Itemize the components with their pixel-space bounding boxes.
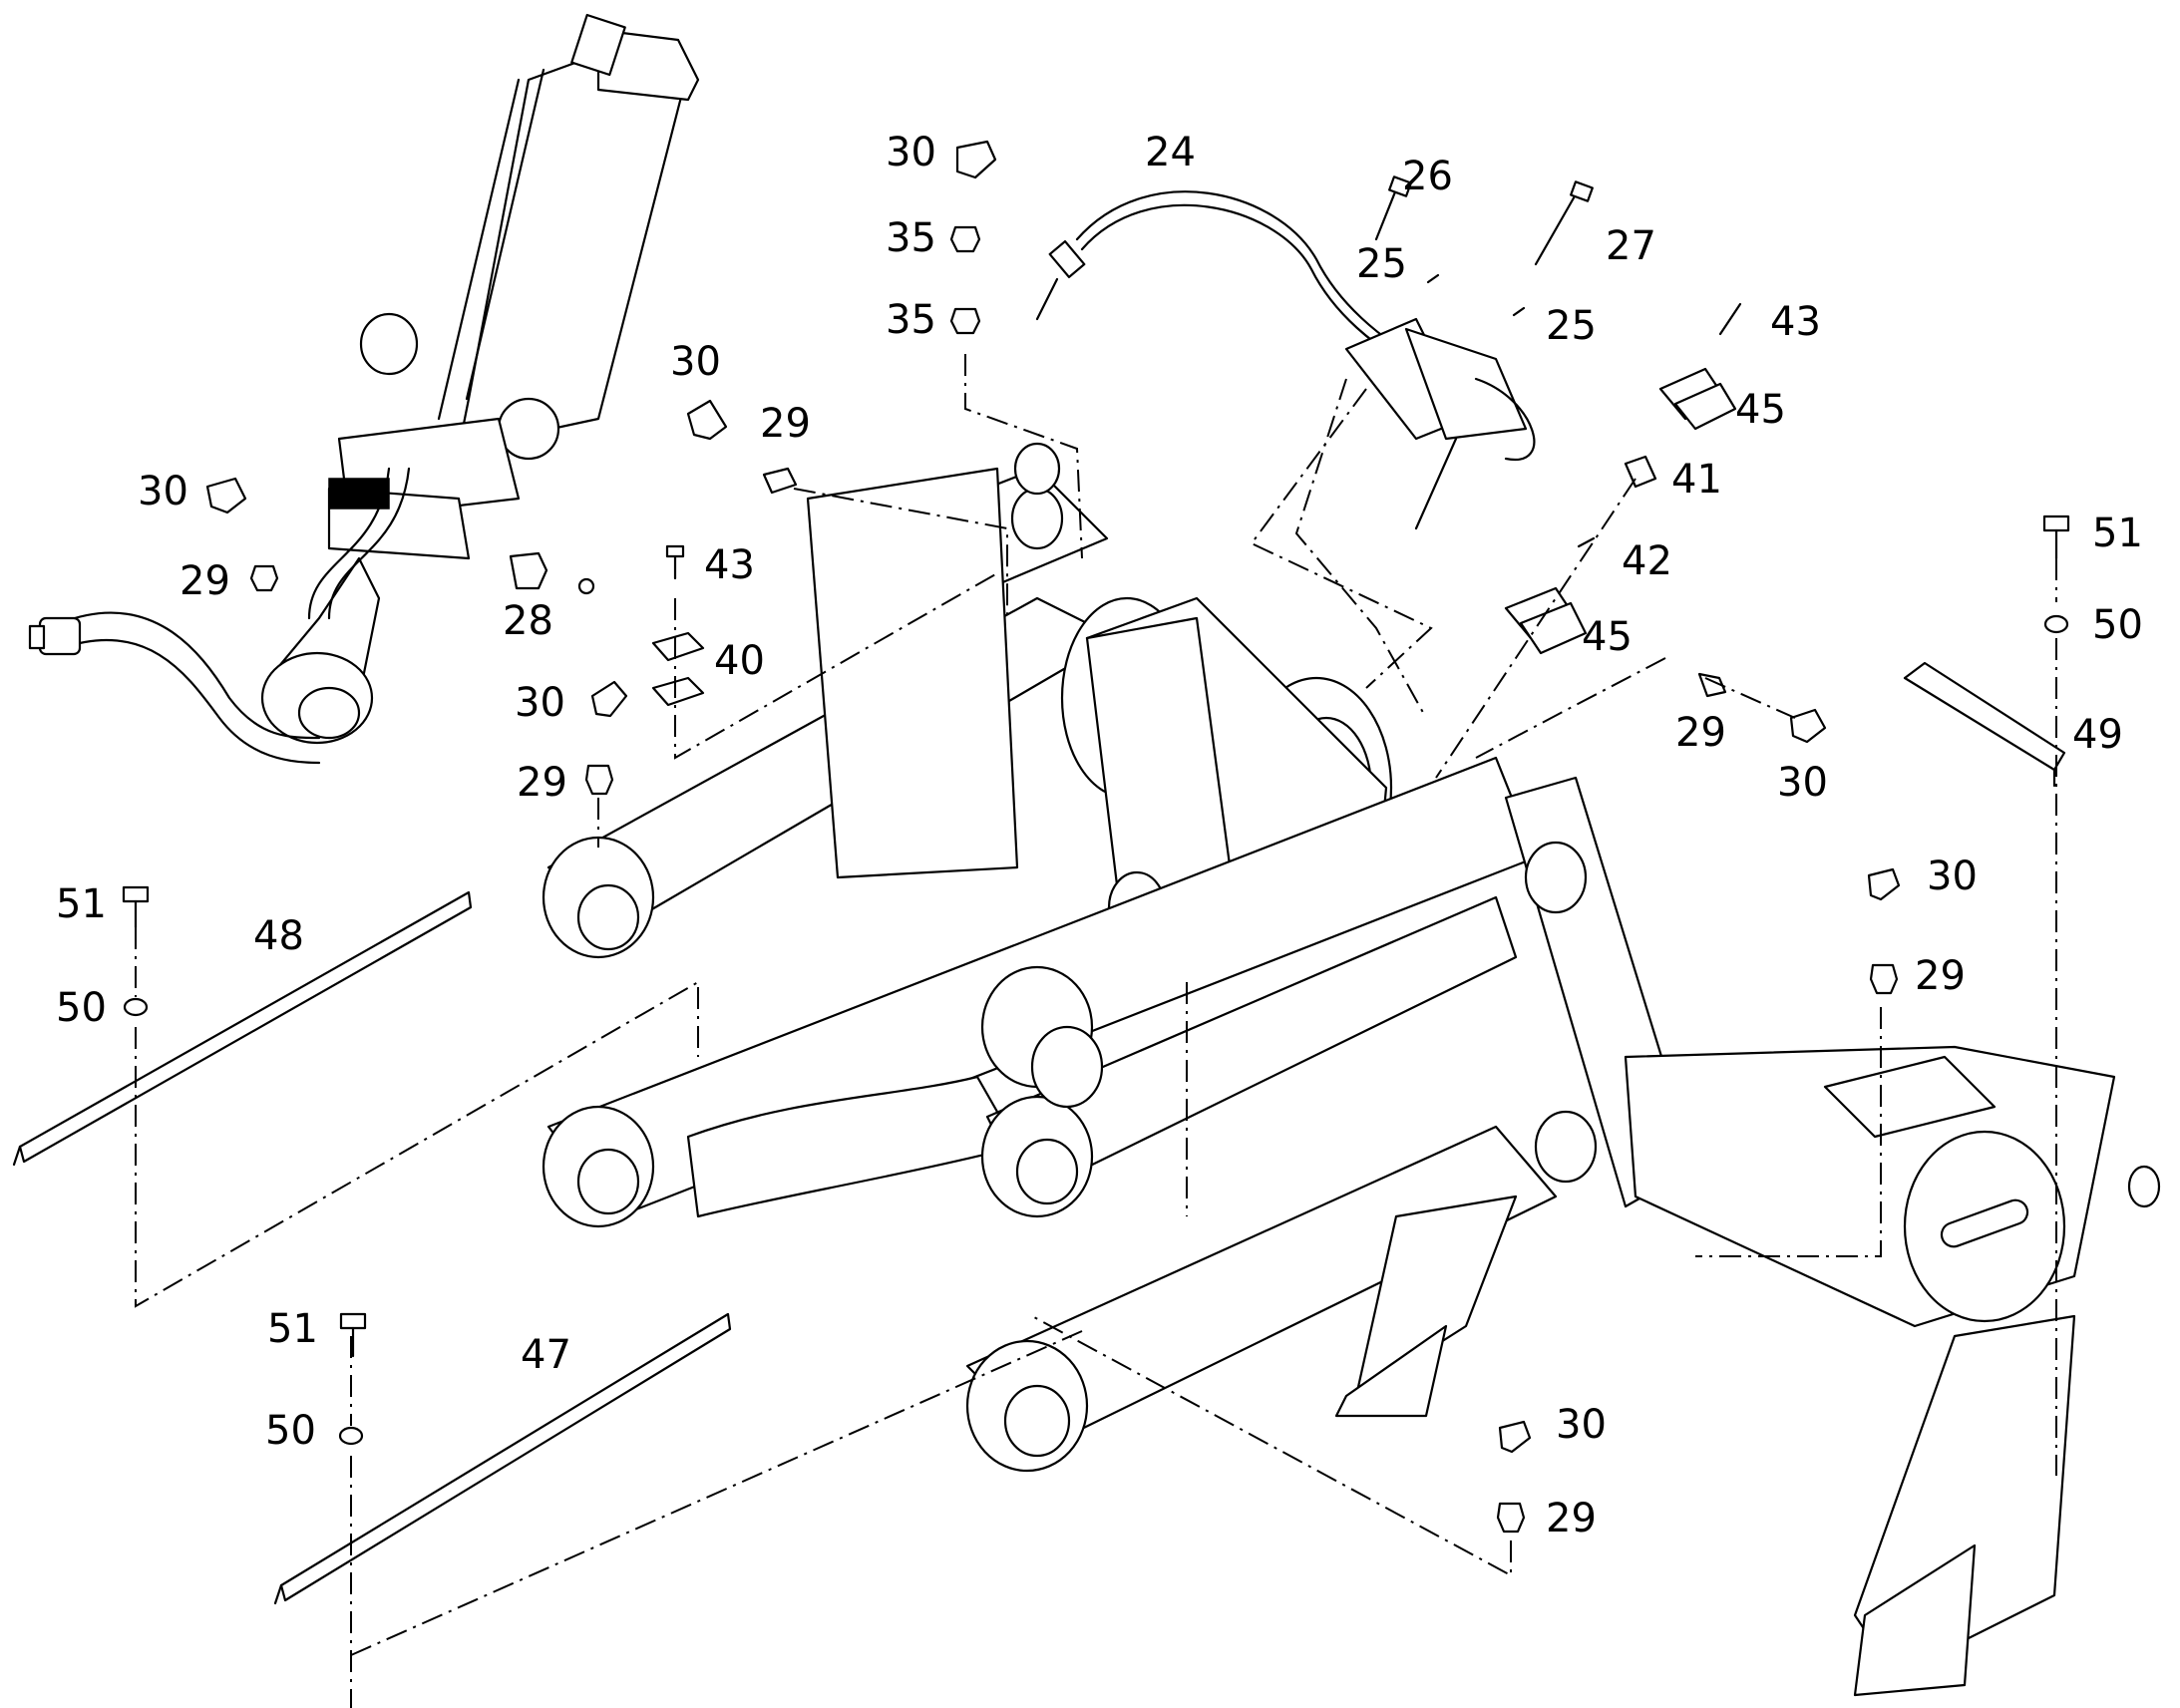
- callout-47: 47: [521, 1332, 571, 1378]
- callout-50: 50: [265, 1408, 316, 1454]
- callout-29: 29: [180, 558, 230, 604]
- callout-30: 30: [886, 130, 936, 175]
- callout-25: 25: [1356, 241, 1407, 287]
- callout-30: 30: [1777, 760, 1828, 806]
- callout-51: 51: [267, 1306, 318, 1352]
- hose-harness: [1035, 190, 1536, 530]
- callout-45: 45: [1735, 387, 1786, 433]
- callout-29: 29: [1546, 1496, 1597, 1541]
- callout-29: 29: [760, 401, 811, 447]
- callout-25: 25: [1546, 303, 1597, 349]
- callout-35: 35: [886, 297, 936, 343]
- hydraulic-cylinder: [260, 13, 700, 745]
- leader-lines: [135, 354, 2057, 1708]
- callout-30: 30: [670, 339, 721, 385]
- callout-42: 42: [1622, 538, 1672, 584]
- callout-40: 40: [714, 638, 765, 684]
- callout-29: 29: [1915, 953, 1966, 999]
- callout-51: 51: [2092, 511, 2143, 556]
- callout-30: 30: [1556, 1402, 1607, 1448]
- callout-28: 28: [503, 598, 553, 644]
- fittings: [122, 140, 2070, 1534]
- callout-35: 35: [886, 215, 936, 261]
- callout-24: 24: [1145, 130, 1196, 175]
- callout-30: 30: [1927, 854, 1978, 899]
- callout-51: 51: [56, 881, 107, 927]
- callout-29: 29: [1675, 710, 1726, 756]
- guard-bars: [12, 661, 2066, 1605]
- callout-43: 43: [704, 542, 755, 588]
- callout-labels: 30 35 35 24 26 25 27 25 43 45 41 42 45 3…: [56, 130, 2143, 1541]
- hydraulic-hose: [28, 611, 321, 765]
- callout-26: 26: [1402, 154, 1453, 199]
- callout-50: 50: [2092, 602, 2143, 648]
- callout-49: 49: [2072, 712, 2123, 758]
- callout-48: 48: [253, 913, 304, 959]
- callout-29: 29: [517, 760, 567, 806]
- ripper-frame: [542, 442, 2161, 1697]
- callout-43: 43: [1770, 299, 1821, 345]
- callout-30: 30: [138, 469, 188, 514]
- callout-27: 27: [1606, 223, 1656, 269]
- callout-41: 41: [1671, 457, 1722, 503]
- callout-30: 30: [515, 680, 565, 726]
- callout-45: 45: [1582, 614, 1633, 660]
- callout-50: 50: [56, 985, 107, 1031]
